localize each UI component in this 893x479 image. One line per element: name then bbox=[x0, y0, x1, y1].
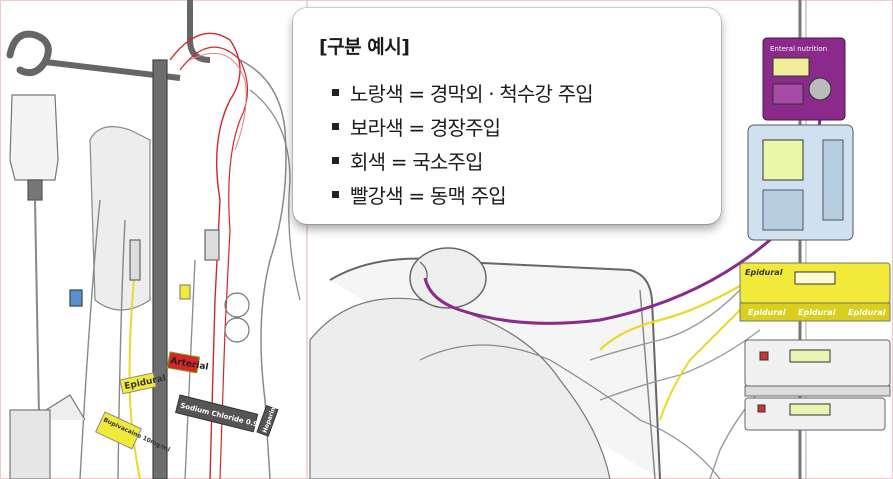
legend-item-red: 빨강색 = 동맥 주입 bbox=[315, 177, 699, 211]
legend-item-label: 노랑색 = 경막외 · 척수강 주입 bbox=[350, 81, 594, 106]
epidural-pump-front-label-3: Epidural bbox=[848, 308, 886, 317]
gray-pump-1 bbox=[744, 339, 891, 397]
volumetric-pump bbox=[747, 124, 854, 241]
legend-item-label: 빨강색 = 동맥 주입 bbox=[350, 183, 507, 208]
epidural-pump-front-label-2: Epidural bbox=[798, 308, 836, 317]
legend-title: [구분 예시] bbox=[319, 36, 410, 58]
iv-bag bbox=[9, 94, 59, 181]
hook-left bbox=[6, 30, 52, 77]
gray-pump-2 bbox=[744, 397, 886, 431]
blue-connector bbox=[69, 289, 83, 307]
epidural-line-right bbox=[599, 279, 751, 351]
bullet-icon bbox=[332, 190, 339, 198]
enteral-pump-label: Enteral nutrition bbox=[770, 45, 827, 53]
fluid-bag bbox=[89, 126, 151, 311]
bed-sheet bbox=[309, 297, 611, 479]
enteral-knob bbox=[808, 77, 832, 101]
legend-item-label: 보라색 = 경장주입 bbox=[350, 115, 501, 140]
bullet-icon bbox=[332, 122, 339, 130]
drip-chamber bbox=[27, 179, 43, 201]
legend-item-label: 회색 = 국소주입 bbox=[350, 149, 483, 174]
iv-pole bbox=[152, 59, 168, 479]
iv-pole-scene bbox=[6, 0, 301, 479]
legend-list: 노랑색 = 경막외 · 척수강 주입 보라색 = 경장주입 회색 = 국소주입 … bbox=[315, 75, 699, 211]
yellow-connector bbox=[179, 284, 191, 300]
epidural-pump-small-label: Epidural bbox=[745, 268, 783, 277]
epidural-pump: Epidural Epidural Epidural Epidural bbox=[739, 262, 891, 322]
legend-item-gray: 회색 = 국소주입 bbox=[315, 143, 699, 177]
arterial-line bbox=[169, 32, 241, 479]
enteral-pump: Enteral nutrition bbox=[762, 37, 846, 121]
patient-head bbox=[409, 247, 487, 309]
epidural-line bbox=[128, 269, 141, 479]
bullet-icon bbox=[332, 156, 339, 164]
legend-item-purple: 보라색 = 경장주입 bbox=[315, 109, 699, 143]
tag-arterial: Arterial bbox=[166, 351, 209, 374]
legend-callout: [구분 예시] 노랑색 = 경막외 · 척수강 주입 보라색 = 경장주입 회색… bbox=[293, 8, 721, 224]
epidural-pump-front-label-1: Epidural bbox=[748, 308, 786, 317]
bullet-icon bbox=[332, 88, 339, 96]
legend-item-yellow: 노랑색 = 경막외 · 척수강 주입 bbox=[315, 75, 699, 109]
